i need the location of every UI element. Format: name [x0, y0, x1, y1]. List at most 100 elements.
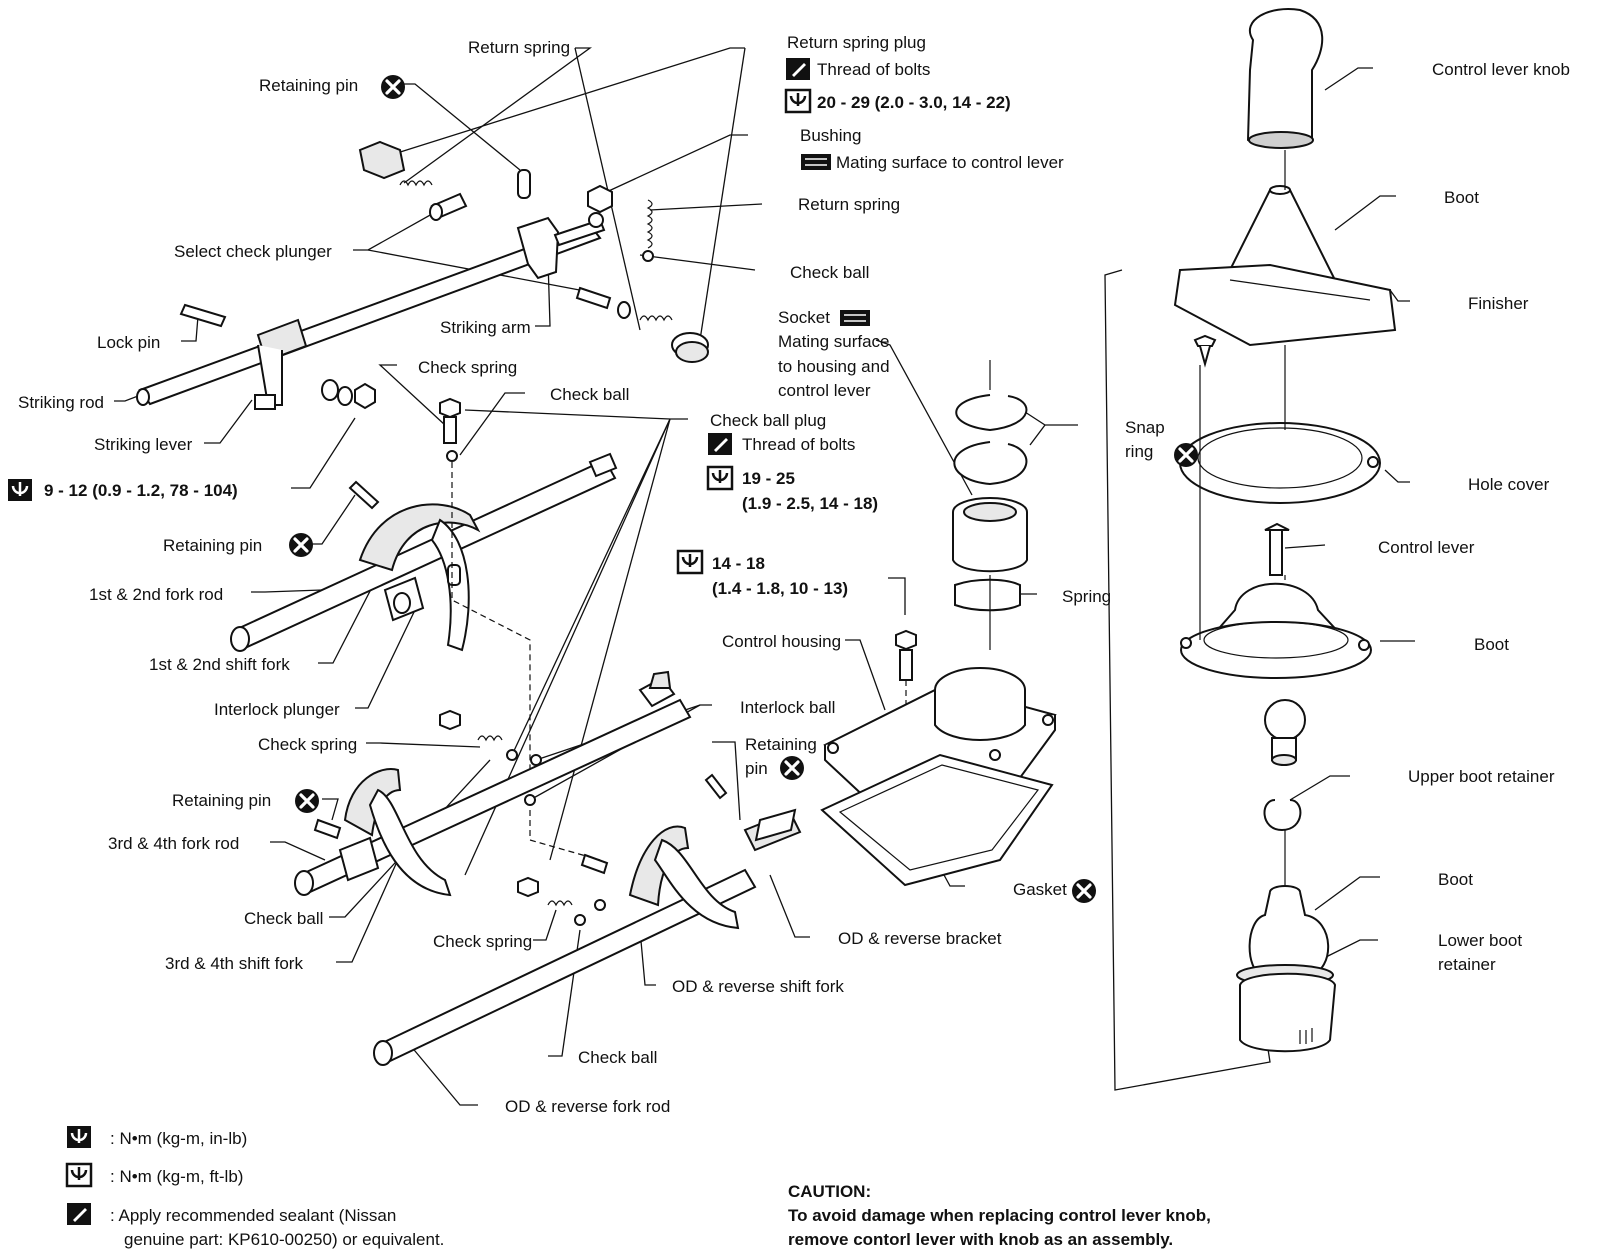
leader-lines	[114, 47, 1415, 1106]
label-upper-boot-retainer: Upper boot retainer	[1408, 767, 1555, 786]
interlock-ball-parts	[524, 754, 728, 926]
label-bushing: Bushing	[800, 126, 861, 145]
retaining-pin-3-part	[313, 818, 342, 840]
label-boot-1: Boot	[1444, 188, 1479, 207]
grease-icon	[800, 153, 832, 171]
replace-part-x-icon	[1070, 877, 1098, 905]
check-spring-2-part	[439, 709, 518, 761]
grease-icon	[839, 309, 871, 327]
label-interlock-plunger: Interlock plunger	[214, 700, 340, 719]
replace-part-x-icon	[379, 73, 407, 101]
legend-item-3a: : Apply recommended sealant (Nissan	[110, 1206, 396, 1225]
label-socket: Socket	[778, 308, 830, 327]
spring-part	[954, 578, 1021, 612]
legend-item-3b: genuine part: KP610-00250) or equivalent…	[124, 1230, 444, 1249]
label-boot-2: Boot	[1474, 635, 1509, 654]
label-control-lever: Control lever	[1378, 538, 1475, 557]
od-reverse-bracket-part	[743, 808, 802, 852]
label-return-spring-right: Return spring	[798, 195, 900, 214]
return-spring-parts	[399, 180, 673, 322]
striking-arm-part	[516, 212, 606, 280]
label-return-spring-plug: Return spring plug	[787, 33, 926, 52]
label-socket-mating-1: Mating surface	[778, 332, 890, 351]
label-snap-ring-a: Snap	[1125, 418, 1165, 437]
check-ball-plug-part	[439, 397, 461, 462]
label-check-spring-3: Check spring	[433, 932, 532, 951]
upper-boot-retainer-part	[1263, 799, 1302, 832]
label-torque-1: 20 - 29 (2.0 - 3.0, 14 - 22)	[817, 93, 1011, 112]
select-check-plunger-upper	[429, 192, 468, 221]
interlock-plunger-part	[447, 564, 461, 586]
label-od-reverse-fork-rod: OD & reverse fork rod	[505, 1097, 670, 1116]
bushing-part	[587, 184, 613, 214]
hole-cover-part	[1179, 422, 1381, 504]
label-check-ball-2: Check ball	[550, 385, 629, 404]
torque-in-lb-icon	[6, 477, 34, 503]
torque-ft-lb-icon	[676, 549, 704, 575]
fork-rod-12-part	[230, 452, 618, 652]
label-gasket: Gasket	[1013, 880, 1067, 899]
torque-ft-lb-icon	[784, 88, 812, 114]
boot-lower-part	[1236, 885, 1334, 986]
label-striking-lever: Striking lever	[94, 435, 193, 454]
lower-boot-retainer-part	[1239, 972, 1337, 1053]
retaining-pin-2-part	[348, 480, 380, 510]
replace-part-x-icon	[287, 531, 315, 559]
label-torque-3a: 19 - 25	[742, 469, 795, 488]
sealant-icon	[708, 433, 732, 455]
labels: Return spring Return spring plug Thread …	[6, 33, 1570, 1116]
label-striking-arm: Striking arm	[440, 318, 531, 337]
label-retaining-pin-3: Retaining pin	[172, 791, 271, 810]
sealant-icon	[67, 1203, 91, 1225]
label-torque-4b: (1.4 - 1.8, 10 - 13)	[712, 579, 848, 598]
label-check-ball-3: Check ball	[244, 909, 323, 928]
label-check-ball-1: Check ball	[790, 263, 869, 282]
label-control-lever-knob: Control lever knob	[1432, 60, 1570, 79]
label-shift-fork-34: 3rd & 4th shift fork	[165, 954, 303, 973]
label-retaining-pin-2: Retaining pin	[163, 536, 262, 555]
label-finisher: Finisher	[1468, 294, 1529, 313]
lock-pin-part	[179, 303, 227, 328]
label-retaining-pin-4a: Retaining	[745, 735, 817, 754]
check-spring-3-part	[517, 876, 573, 907]
check-ball-upper	[642, 250, 654, 262]
label-od-reverse-shift-fork: OD & reverse shift fork	[672, 977, 844, 996]
sealant-icon	[786, 58, 810, 80]
legend-item-2: : N•m (kg-m, ft-lb)	[110, 1167, 243, 1186]
snap-ring-parts	[953, 394, 1028, 486]
label-boot-3: Boot	[1438, 870, 1473, 889]
label-torque-3b: (1.9 - 2.5, 14 - 18)	[742, 494, 878, 513]
label-thread-of-bolts-1: Thread of bolts	[817, 60, 930, 79]
replace-part-x-icon	[293, 787, 321, 815]
label-check-spring-1: Check spring	[418, 358, 517, 377]
lever-ball-part	[1264, 699, 1306, 766]
return-spring-plug-parts	[358, 140, 709, 363]
label-socket-mating-2: to housing and	[778, 357, 890, 376]
center-guide-lines	[989, 150, 1286, 885]
label-return-spring-top: Return spring	[468, 38, 570, 57]
label-spring: Spring	[1062, 587, 1111, 606]
replace-part-x-icon	[778, 754, 806, 782]
replace-part-x-icon	[1172, 441, 1200, 469]
label-torque-2: 9 - 12 (0.9 - 1.2, 78 - 104)	[44, 481, 238, 500]
label-lock-pin: Lock pin	[97, 333, 160, 352]
label-mating-surface-control-lever: Mating surface to control lever	[836, 153, 1064, 172]
caution-line-2: remove contorl lever with knob as an ass…	[788, 1230, 1173, 1249]
label-snap-ring-b: ring	[1125, 442, 1153, 461]
caution-title: CAUTION:	[788, 1182, 871, 1201]
label-od-reverse-bracket: OD & reverse bracket	[838, 929, 1002, 948]
retaining-pin-upper	[517, 169, 531, 199]
torque-in-lb-icon	[65, 1124, 93, 1150]
label-check-ball-plug: Check ball plug	[710, 411, 826, 430]
label-check-spring-2: Check spring	[258, 735, 357, 754]
label-torque-4a: 14 - 18	[712, 554, 765, 573]
label-fork-rod-12: 1st & 2nd fork rod	[89, 585, 223, 604]
label-retaining-pin-1: Retaining pin	[259, 76, 358, 95]
label-select-check-plunger: Select check plunger	[174, 242, 332, 261]
legend: : N•m (kg-m, in-lb) : N•m (kg-m, ft-lb) …	[65, 1124, 444, 1249]
label-shift-fork-12: 1st & 2nd shift fork	[149, 655, 290, 674]
striking-lever-washers	[321, 379, 376, 410]
label-control-housing: Control housing	[722, 632, 841, 651]
control-lever-part	[1264, 522, 1290, 576]
label-retaining-pin-4b: pin	[745, 759, 768, 778]
